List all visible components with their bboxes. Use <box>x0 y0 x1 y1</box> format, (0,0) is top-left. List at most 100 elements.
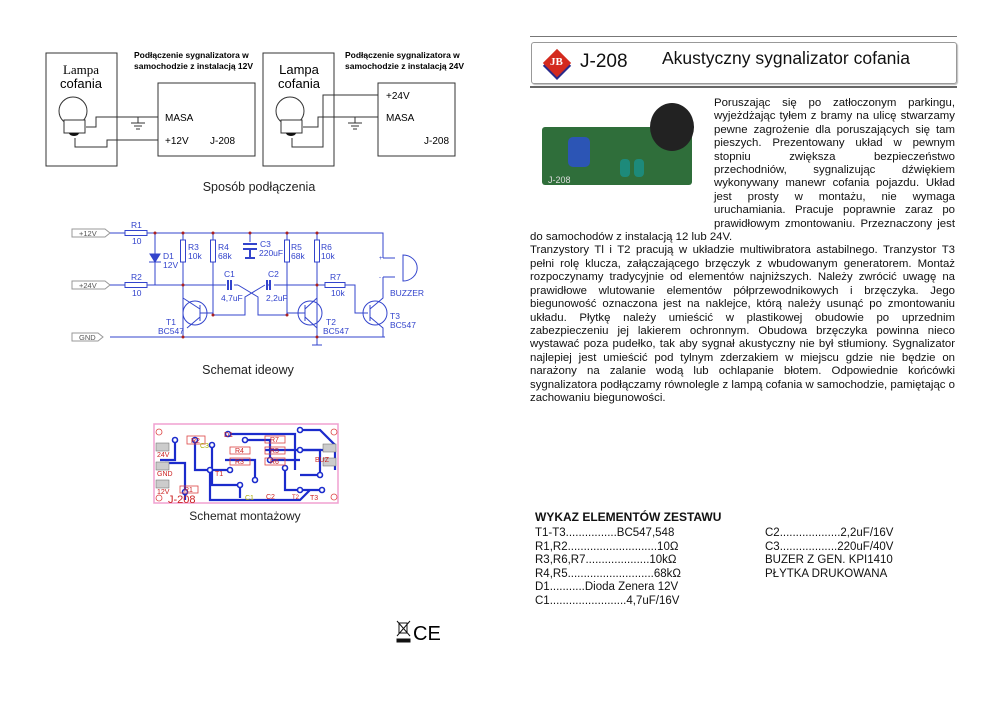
parts-list-col1: T1-T3................BC547,548 R1,R2....… <box>535 527 681 609</box>
label-c2: C2 <box>268 269 279 279</box>
terminal-masa: MASA <box>165 113 194 124</box>
buzzer-label: BUZZER <box>390 288 424 298</box>
label-r1: R1 <box>131 220 142 230</box>
product-photo: J-208 <box>530 97 710 229</box>
label-t3: T3 <box>390 311 400 321</box>
label-buz: BUZ <box>315 457 330 464</box>
connection-diagram-12v: Lampa cofania MASA +12V J-208 Podłączeni… <box>45 50 256 167</box>
label-r6: R6 <box>321 242 332 252</box>
label-c2v: 2,2uF <box>266 293 288 303</box>
label-r1: R1 <box>184 487 193 494</box>
label-r6v: 10k <box>321 251 335 261</box>
label-r5: R5 <box>291 242 302 252</box>
description-intro: Poruszając się po zatłoczonym parkingu, … <box>530 97 955 244</box>
label-logo: JB <box>550 56 563 68</box>
label-t1v: BC547 <box>158 326 184 336</box>
input-gnd: GND <box>79 333 96 342</box>
bulb-icon <box>275 96 305 136</box>
lamp-label: Lampa <box>63 62 99 77</box>
label-minus: - <box>379 275 381 281</box>
description-body: Tranzystory Tl i T2 pracują w układzie m… <box>530 244 955 404</box>
label-r4: R4 <box>235 448 244 455</box>
label-r2: R2 <box>191 438 200 445</box>
pcb-caption: Schemat montażowy <box>189 509 300 523</box>
diagram-title: Podłączenie sygnalizatora w <box>345 50 460 60</box>
label-c1: C1 <box>245 495 254 502</box>
schematic-caption: Schemat ideowy <box>202 363 294 377</box>
part-item: R3,R6,R7....................10kΩ <box>535 554 677 567</box>
label-r1v: 10 <box>132 236 142 246</box>
ce-mark: CE <box>413 623 441 645</box>
product-title: Akustyczny sygnalizator cofania <box>662 48 911 68</box>
label-r7: R7 <box>330 272 341 282</box>
label-t2: T2 <box>326 317 336 327</box>
label-v12: 12V <box>157 489 170 496</box>
label-c1: C1 <box>224 269 235 279</box>
ground-icon <box>348 117 362 130</box>
schematic-nodes <box>153 231 319 339</box>
label-r4: R4 <box>218 242 229 252</box>
label-r7: R7 <box>270 437 279 444</box>
label-board_label: J-208 <box>548 175 571 185</box>
header-rule-top <box>530 36 957 37</box>
label-c3: C3 <box>260 239 271 249</box>
header-rule-bottom <box>530 86 957 88</box>
terminal-masa: MASA <box>386 113 415 124</box>
lamp-label: Lampa <box>279 62 320 77</box>
module-label: J-208 <box>424 136 449 147</box>
part-item: R1,R2............................10Ω <box>535 540 679 553</box>
part-item: R4,R5...........................68kΩ <box>535 567 682 580</box>
weee-bin-icon <box>396 620 411 643</box>
label-r6: R6 <box>270 459 279 466</box>
label-r2: R2 <box>131 272 142 282</box>
product-code: J-208 <box>580 51 628 72</box>
part-item: C3..................220uF/40V <box>765 540 894 553</box>
part-item: T1-T3................BC547,548 <box>535 527 675 539</box>
label-r5: R5 <box>270 448 279 455</box>
input-24v: +24V <box>79 281 97 290</box>
pcb-name: J-208 <box>168 494 196 506</box>
left-diagrams: Lampa cofania MASA +12V J-208 Podłączeni… <box>45 50 464 645</box>
label-r7v: 10k <box>331 288 345 298</box>
connection-diagram-24v: Lampa cofania +24V MASA J-208 Podłączeni… <box>262 50 464 167</box>
label-r3v: 10k <box>188 251 202 261</box>
part-item: C1........................4,7uF/16V <box>535 594 680 607</box>
label-r4v: 68k <box>218 251 232 261</box>
lamp-label: cofania <box>60 76 103 91</box>
module-label: J-208 <box>210 136 235 147</box>
label-t3v: BC547 <box>390 320 416 330</box>
circuit-schematic <box>71 228 418 346</box>
description: J-208 Poruszając się po zatłoczonym park… <box>530 97 955 405</box>
input-12v: +12V <box>79 229 97 238</box>
parts-title: WYKAZ ELEMENTÓW ZESTAWU <box>535 510 722 524</box>
terminal-plus: +12V <box>165 136 189 147</box>
label-t1: T1 <box>166 317 176 327</box>
label-t2v: BC547 <box>323 326 349 336</box>
part-item: PŁYTKA DRUKOWANA <box>765 567 888 580</box>
ground-icon <box>131 117 145 130</box>
part-item: BUZER Z GEN. KPI1410 <box>765 554 893 567</box>
label-plus: + <box>379 256 383 262</box>
diagram-title: samochodzie z instalacją 12V <box>134 61 253 71</box>
label-c3: C3 <box>200 443 209 450</box>
label-c2: C2 <box>266 494 275 501</box>
label-c3v: 220uF <box>259 248 283 258</box>
part-item: C2...................2,2uF/16V <box>765 527 894 539</box>
label-r3: R3 <box>188 242 199 252</box>
label-r2v: 10 <box>132 288 142 298</box>
terminal-plus: +24V <box>386 91 410 102</box>
part-item: D1...........Dioda Zenera 12V <box>535 581 679 594</box>
connection-caption: Sposób podłączenia <box>203 180 316 194</box>
bulb-icon <box>58 96 88 136</box>
jb-logo: JB <box>542 48 572 78</box>
label-gnd: GND <box>157 471 173 478</box>
lamp-label: cofania <box>278 76 321 91</box>
label-d1: D1 <box>224 432 233 439</box>
diagram-title: Podłączenie sygnalizatora w <box>134 50 249 60</box>
label-d1: D1 <box>163 251 174 261</box>
label-d1v: 12V <box>163 260 178 270</box>
label-r5v: 68k <box>291 251 305 261</box>
label-t1: T1 <box>215 471 223 478</box>
